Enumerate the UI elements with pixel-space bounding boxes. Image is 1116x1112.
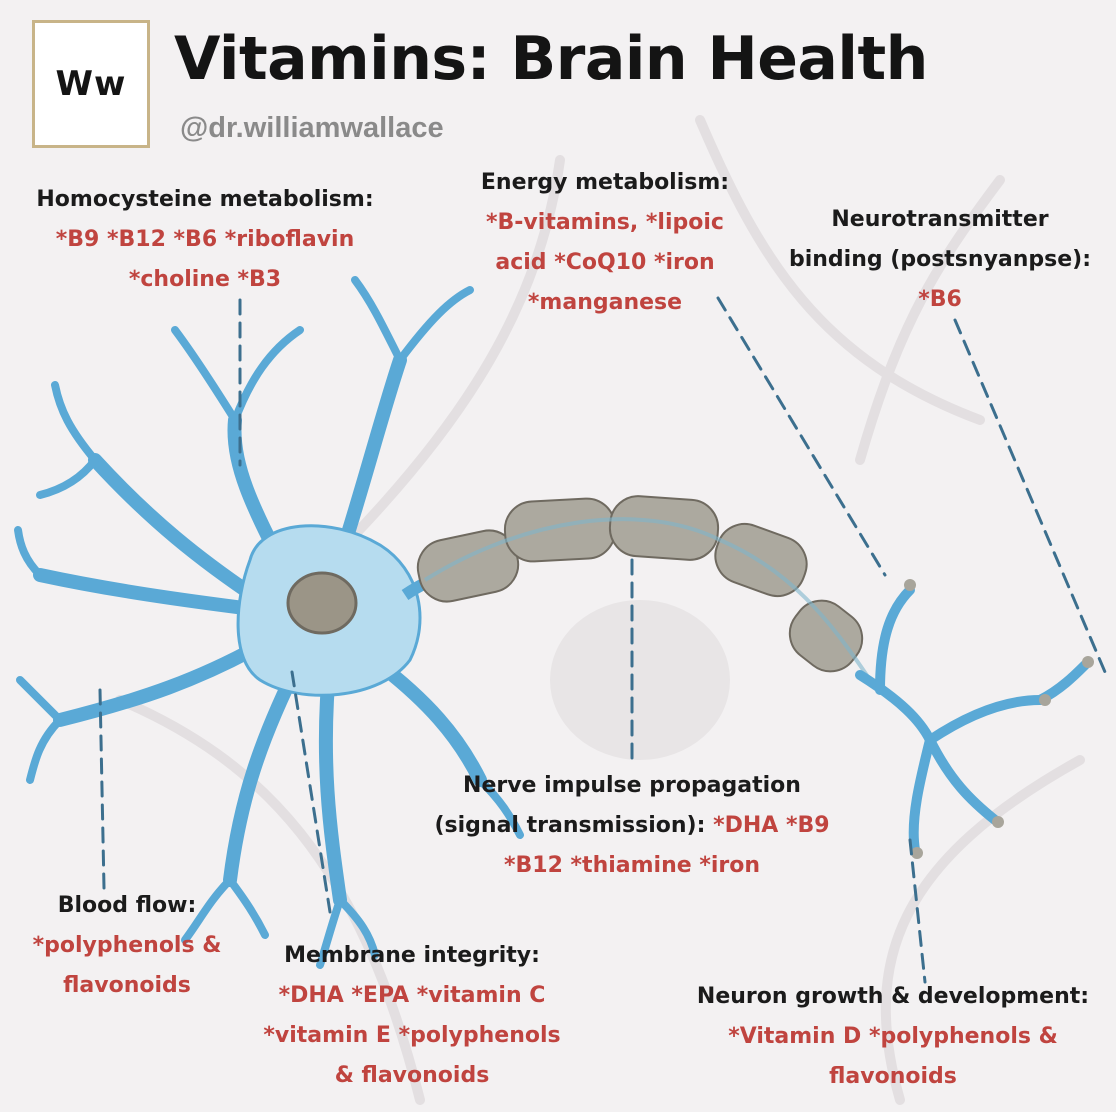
label-membrane: Membrane integrity: *DHA *EPA *vitamin C…	[263, 936, 560, 1096]
label-blood-line1: *polyphenols &	[32, 933, 222, 958]
label-homocysteine: Homocysteine metabolism: *B9 *B12 *B6 *r…	[36, 180, 373, 300]
page-title: Vitamins: Brain Health	[174, 24, 928, 94]
label-homocysteine-line2: *choline *B3	[128, 267, 282, 292]
label-neurotransmitter-line1: *B6	[918, 287, 962, 312]
label-nerve: Nerve impulse propagation (signal transm…	[434, 766, 829, 886]
leader-growth	[908, 838, 927, 984]
label-membrane-line1: *DHA *EPA *vitamin C	[278, 983, 546, 1008]
label-growth-line2: flavonoids	[829, 1064, 957, 1089]
label-blood: Blood flow: *polyphenols & flavonoids	[33, 886, 222, 1006]
label-energy-line2: acid *CoQ10 *iron	[495, 250, 715, 275]
author-handle: @dr.williamwallace	[180, 112, 444, 144]
label-energy-line3: *manganese	[527, 290, 683, 315]
label-energy-heading: Energy metabolism:	[480, 170, 730, 195]
label-nerve-inline: *DHA *B9	[705, 813, 830, 838]
label-homocysteine-line1: *B9 *B12 *B6 *riboflavin	[55, 227, 355, 252]
axon-core	[423, 517, 872, 682]
label-growth: Neuron growth & development: *Vitamin D …	[697, 977, 1089, 1097]
label-homocysteine-heading: Homocysteine metabolism:	[36, 187, 374, 212]
label-blood-heading: Blood flow:	[57, 893, 197, 918]
label-energy: Energy metabolism: *B-vitamins, *lipoic …	[481, 163, 729, 323]
leader-blood	[98, 688, 106, 890]
label-neurotransmitter-heading2: binding (postsnyanpse):	[788, 247, 1092, 272]
logo-text: Ww	[55, 64, 127, 104]
label-growth-line1: *Vitamin D *polyphenols &	[728, 1024, 1058, 1049]
label-neurotransmitter-heading1: Neurotransmitter	[831, 207, 1049, 232]
nucleus	[286, 571, 358, 635]
leader-energy	[716, 296, 887, 577]
label-membrane-line3: & flavonoids	[334, 1063, 490, 1088]
leader-membrane	[290, 670, 332, 914]
label-nerve-line1: *B12 *thiamine *iron	[504, 853, 760, 878]
logo: Ww	[32, 20, 150, 148]
synaptic-knobs	[904, 579, 1094, 859]
leader-neurotransmitter	[953, 318, 1107, 674]
label-nerve-heading1: Nerve impulse propagation	[463, 773, 801, 798]
label-nerve-heading2: (signal transmission):	[434, 813, 706, 838]
label-growth-heading: Neuron growth & development:	[696, 984, 1090, 1009]
label-membrane-line2: *vitamin E *polyphenols	[263, 1023, 561, 1048]
label-membrane-heading: Membrane integrity:	[284, 943, 540, 968]
label-energy-line1: *B-vitamins, *lipoic	[486, 210, 724, 235]
label-blood-line2: flavonoids	[63, 973, 191, 998]
label-neurotransmitter: Neurotransmitter binding (postsnyanpse):…	[789, 200, 1091, 320]
